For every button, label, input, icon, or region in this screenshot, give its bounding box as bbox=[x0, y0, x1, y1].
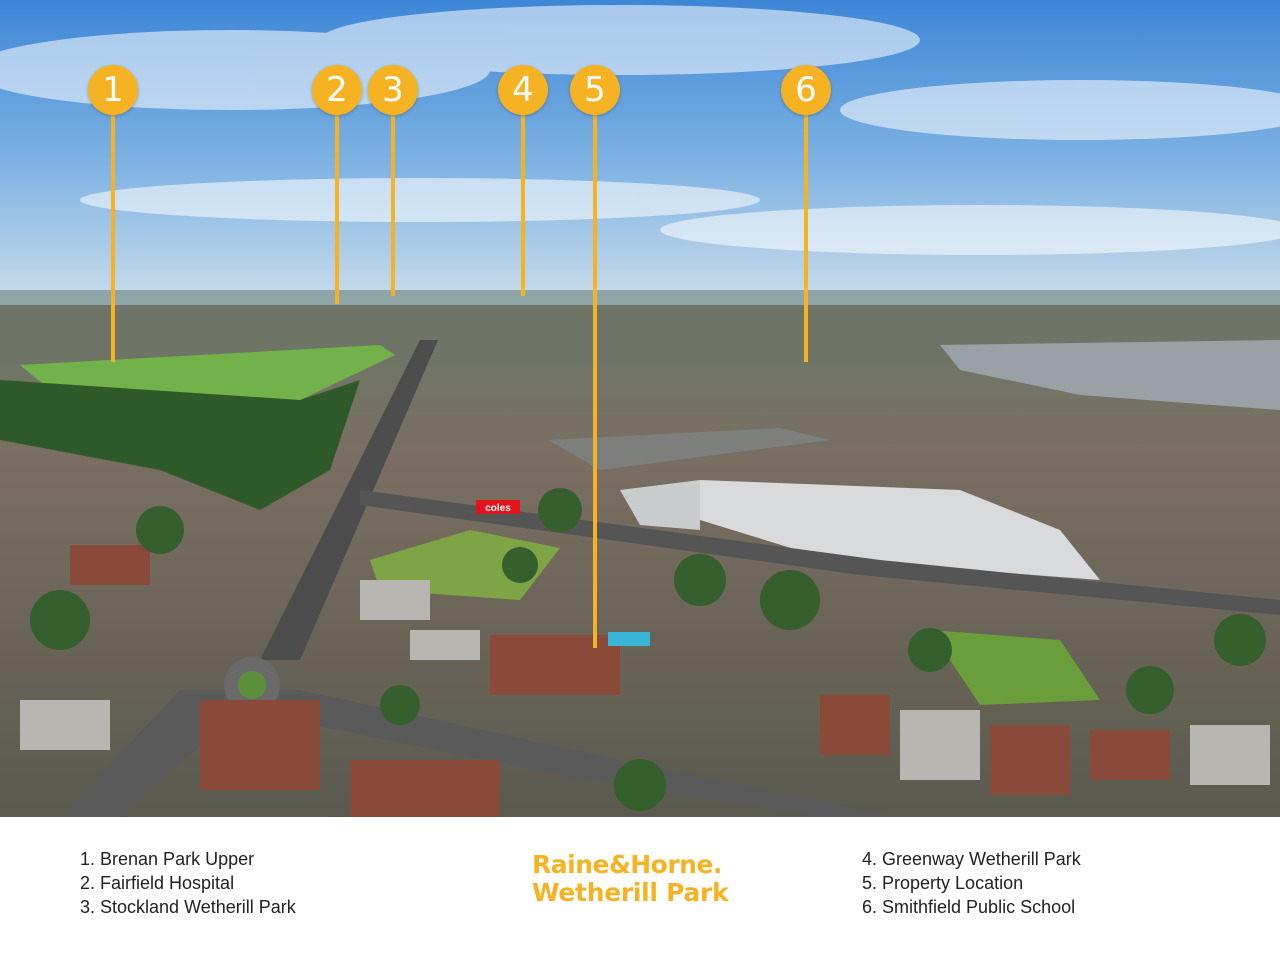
legend-left-list: 1. Brenan Park Upper 2. Fairfield Hospit… bbox=[80, 847, 296, 919]
marker-3-line bbox=[391, 114, 395, 296]
legend-footer: 1. Brenan Park Upper 2. Fairfield Hospit… bbox=[0, 817, 1280, 959]
marker-6-line bbox=[804, 114, 808, 362]
marker-3-pin: 3 bbox=[368, 65, 418, 115]
marker-6-pin: 6 bbox=[781, 65, 831, 115]
marker-4-label: 4 bbox=[512, 70, 534, 110]
marker-5-pin: 5 bbox=[570, 65, 620, 115]
aerial-photo-svg: coles bbox=[0, 0, 1280, 817]
brand-name: Raine&Horne. bbox=[532, 850, 722, 879]
legend-item: 1. Brenan Park Upper bbox=[80, 849, 255, 869]
brand-logo: Raine&Horne. Wetherill Park bbox=[532, 850, 729, 907]
marker-5-label: 5 bbox=[584, 70, 606, 110]
marker-1-label: 1 bbox=[102, 70, 124, 110]
marker-4-line bbox=[521, 114, 525, 296]
marker-1-pin: 1 bbox=[88, 65, 138, 115]
marker-2-pin: 2 bbox=[312, 65, 362, 115]
coles-sign-text: coles bbox=[485, 503, 511, 514]
legend-item: 2. Fairfield Hospital bbox=[80, 873, 235, 893]
legend-right-list: 4. Greenway Wetherill Park 5. Property L… bbox=[862, 847, 1081, 919]
marker-3-label: 3 bbox=[382, 70, 404, 110]
legend-item: 5. Property Location bbox=[862, 873, 1024, 893]
legend-item: 4. Greenway Wetherill Park bbox=[862, 849, 1081, 869]
marker-1-line bbox=[111, 114, 115, 362]
marker-2-line bbox=[335, 114, 339, 304]
marker-6-label: 6 bbox=[795, 70, 817, 110]
aerial-photo: coles bbox=[0, 0, 1280, 817]
marker-4-pin: 4 bbox=[498, 65, 548, 115]
legend-item: 6. Smithfield Public School bbox=[862, 897, 1076, 917]
marker-2-label: 2 bbox=[326, 70, 348, 110]
legend-item: 3. Stockland Wetherill Park bbox=[80, 897, 296, 917]
marker-5-line bbox=[593, 114, 597, 648]
brand-office: Wetherill Park bbox=[532, 878, 729, 907]
